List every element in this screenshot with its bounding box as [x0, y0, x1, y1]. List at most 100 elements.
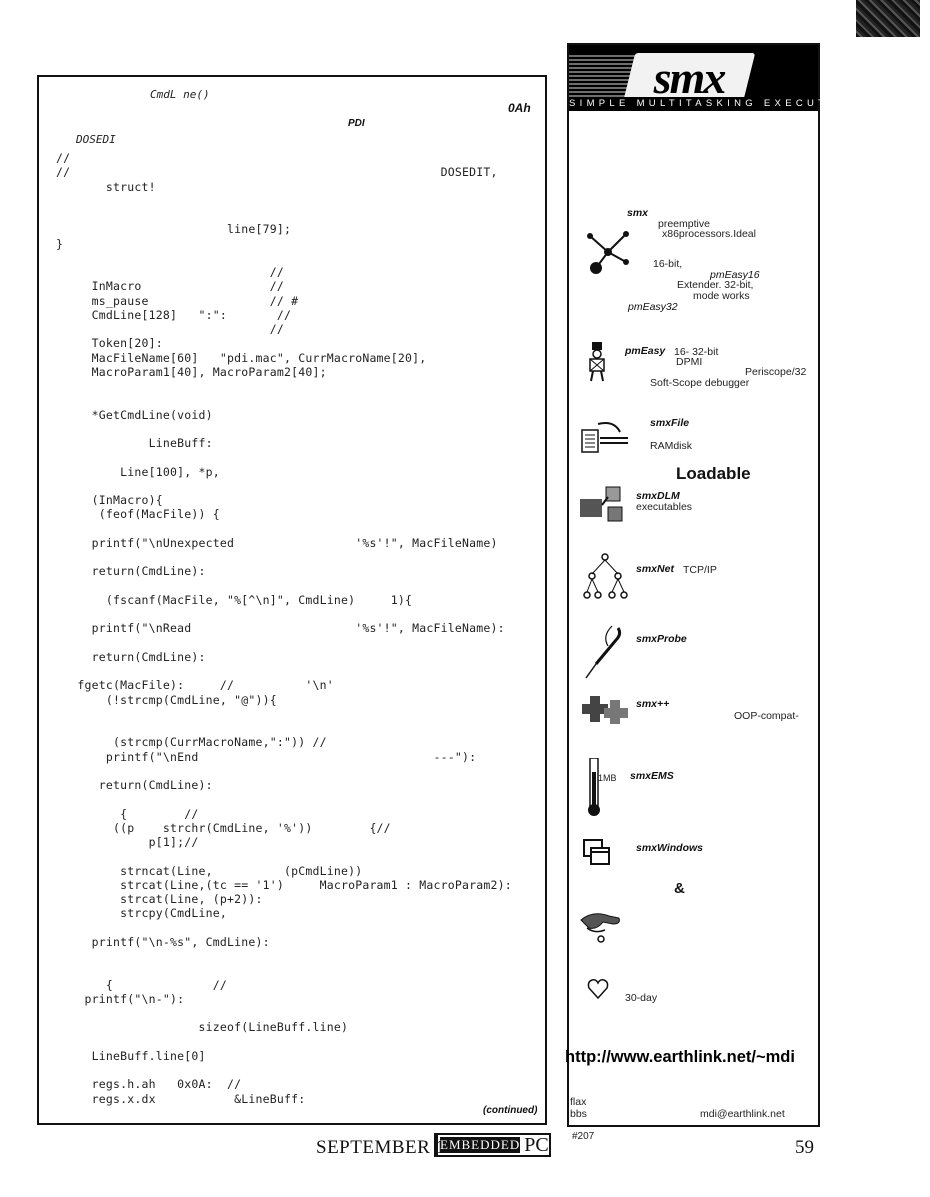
product-pmeasy: pmEasy	[625, 345, 666, 357]
continued-label: (continued)	[483, 1105, 538, 1116]
smx-text-5: Extender. 32-bit,	[677, 279, 754, 291]
page-number: 59	[795, 1137, 814, 1158]
code-line: Line[100], *p,	[56, 464, 220, 479]
code-line: regs.h.ah 0x0A: //	[56, 1077, 242, 1092]
ad-tagline: SIMPLE MULTITASKING EXECUTIVE	[569, 97, 857, 111]
thermometer-label: 1MB	[598, 773, 617, 783]
probe-icon	[585, 625, 622, 679]
code-line: fgetc(MacFile): // '\n'	[56, 678, 334, 693]
code-line: strncat(Line, (pCmdLine))	[56, 863, 363, 878]
plus-plus-icon	[582, 696, 628, 724]
logo-magazine-name: EMBEDDED	[440, 1137, 521, 1153]
network-nodes-icon	[587, 231, 629, 274]
code-line: (!strcmp(CmdLine, "@")){	[56, 692, 277, 707]
loadable-heading: Loadable	[676, 464, 751, 483]
caption-dosedi: DOSEDI	[76, 133, 116, 146]
code-line: { //	[56, 806, 199, 821]
smx-text-4: pmEasy16	[710, 269, 760, 281]
code-line: }	[56, 236, 64, 251]
code-line: (InMacro){	[56, 493, 163, 507]
code-line: MacFileName[60] "pdi.mac", CurrMacroName…	[56, 350, 427, 365]
smx-text-3: 16-bit,	[653, 258, 683, 270]
code-line: return(CmdLine):	[56, 564, 206, 579]
windows-icon	[583, 839, 610, 865]
product-smxprobe: smxProbe	[636, 633, 687, 645]
logo-pc: PC	[524, 1133, 549, 1156]
ad-url-link[interactable]: http://www.earthlink.net/~mdi	[565, 1048, 795, 1066]
product-smxwindows: smxWindows	[636, 842, 703, 854]
smxnet-text-1: TCP/IP	[683, 564, 717, 576]
code-line: //	[56, 322, 284, 336]
loadable-modules-icon	[580, 486, 623, 522]
reader-service-number: #207	[572, 1131, 595, 1142]
code-line: *GetCmdLine(void)	[56, 407, 213, 422]
code-line: return(CmdLine):	[56, 649, 206, 664]
network-tree-icon	[583, 553, 628, 599]
caption-pdi: PDI	[348, 118, 365, 129]
code-line: struct!	[56, 179, 156, 194]
code-line: printf("\n-"):	[56, 991, 185, 1006]
code-line: //	[56, 265, 284, 279]
product-smxfile: smxFile	[650, 417, 690, 429]
code-line: Token[20]:	[56, 336, 163, 351]
product-smxnet: smxNet	[636, 563, 674, 575]
code-line: (feof(MacFile)) {	[56, 507, 220, 522]
smxpp-text-1: OOP-compat-	[734, 710, 799, 722]
code-line: (strcmp(CurrMacroName,":")) //	[56, 735, 327, 750]
code-line: regs.x.dx &LineBuff:	[56, 1091, 306, 1106]
code-line: strcat(Line, (p+2)):	[56, 892, 263, 906]
code-line: ((p strchr(CmdLine, '%')) {//	[56, 820, 391, 835]
code-line: InMacro //	[56, 279, 284, 294]
product-smx: smx	[627, 207, 649, 219]
logo-mark	[436, 1135, 438, 1155]
thermometer-icon	[588, 758, 600, 816]
file-disk-icon	[581, 422, 628, 453]
code-listing-box	[37, 75, 547, 1123]
code-line: LineBuff:	[56, 436, 213, 450]
code-line: MacroParam1[40], MacroParam2[40];	[56, 364, 327, 379]
pmeasy-text-2: DPMI	[676, 356, 703, 368]
product-smxems: smxEMS	[630, 770, 674, 782]
smx-text-1: preemptive	[658, 218, 710, 230]
code-line: (fscanf(MacFile, "%[^\n]", CmdLine) 1){	[56, 592, 413, 607]
code-line: printf("\nUnexpected '%s'!", MacFileName…	[56, 535, 498, 550]
code-line: CmdLine[128] ":": //	[56, 307, 292, 322]
smx-logo: smx	[622, 52, 756, 103]
smxfile-text-1: RAMdisk	[650, 440, 693, 452]
code-line: { //	[56, 977, 227, 992]
code-line: return(CmdLine):	[56, 778, 213, 792]
smx-text-7: pmEasy32	[628, 301, 678, 313]
corner-image	[856, 0, 920, 37]
pmeasy-text-4: Soft-Scope debugger	[650, 377, 750, 389]
pmeasy-text-1: 16- 32-bit	[674, 346, 719, 358]
pmeasy-text-3: Periscope/32	[745, 366, 807, 378]
smx-advertisement	[567, 43, 820, 1127]
fax-label: flax	[570, 1096, 587, 1108]
code-line: strcat(Line,(tc == '1') MacroParam1 : Ma…	[56, 877, 512, 892]
magazine-logo: EMBEDDED PC	[434, 1133, 551, 1157]
smxdlm-text-1: executables	[636, 501, 693, 513]
code-line: p[1];//	[56, 835, 199, 849]
caption-function-name: CmdL ne()	[150, 88, 210, 101]
heart-icon	[587, 979, 609, 1000]
product-smxpp: smx++	[636, 698, 670, 710]
soldier-figure-icon	[589, 342, 605, 382]
bbs-label: bbs	[570, 1108, 587, 1120]
code-line: line[79];	[56, 222, 292, 237]
code-line: // DOSEDIT,	[56, 165, 498, 180]
code-line: //	[56, 151, 71, 165]
smx-text-6: mode works	[693, 290, 750, 302]
code-line: LineBuff.line[0]	[56, 1048, 206, 1063]
trial-text: 30-day	[625, 992, 658, 1004]
email-address[interactable]: mdi@earthlink.net	[700, 1108, 785, 1120]
code-line: printf("\nRead '%s'!", MacFileName):	[56, 621, 505, 636]
smx-logo-text: smx	[653, 52, 725, 103]
code-line: strcpy(CmdLine,	[56, 906, 227, 921]
code-line: printf("\n-%s", CmdLine):	[56, 934, 270, 949]
ampersand: &	[674, 880, 685, 897]
hand-icon	[580, 913, 620, 943]
code-line: printf("\nEnd ---"):	[56, 749, 477, 764]
product-smxdlm: smxDLM	[636, 490, 680, 502]
code-line: sizeof(LineBuff.line)	[56, 1020, 349, 1035]
listing-bottom-rule	[37, 1123, 547, 1125]
